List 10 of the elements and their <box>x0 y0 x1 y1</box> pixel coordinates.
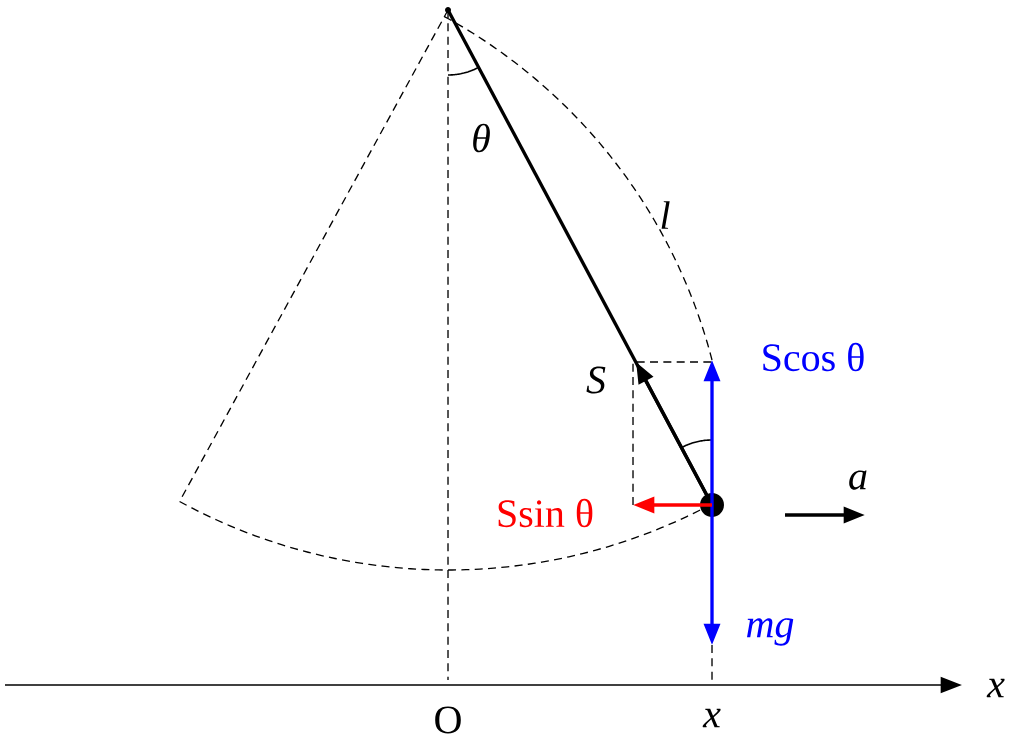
position-label: x <box>702 708 721 728</box>
axis-label: x <box>986 678 1005 698</box>
origin-label: O <box>435 706 461 734</box>
force-label: mg <box>747 618 794 646</box>
acceleration-label: a <box>849 470 867 490</box>
length-label: l <box>661 201 670 229</box>
force-label: S <box>586 366 606 394</box>
force-label: Ssin θ <box>498 498 593 528</box>
force-label: Scos θ <box>763 342 864 372</box>
angle-label: θ <box>473 123 490 153</box>
